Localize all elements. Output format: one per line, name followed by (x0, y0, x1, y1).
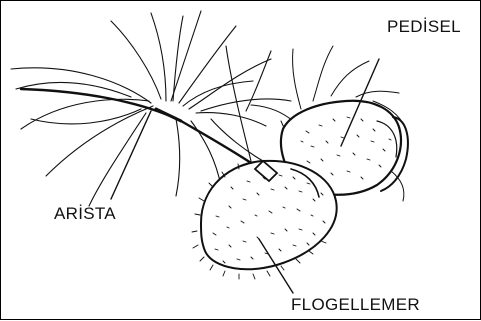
pedisel-label: PEDİSEL (387, 17, 461, 37)
flogellemer-label: FLOGELLEMER (291, 295, 420, 315)
arista-leader (111, 111, 151, 199)
arista-label: ARİSTA (54, 204, 116, 224)
flagellomere (192, 161, 337, 279)
